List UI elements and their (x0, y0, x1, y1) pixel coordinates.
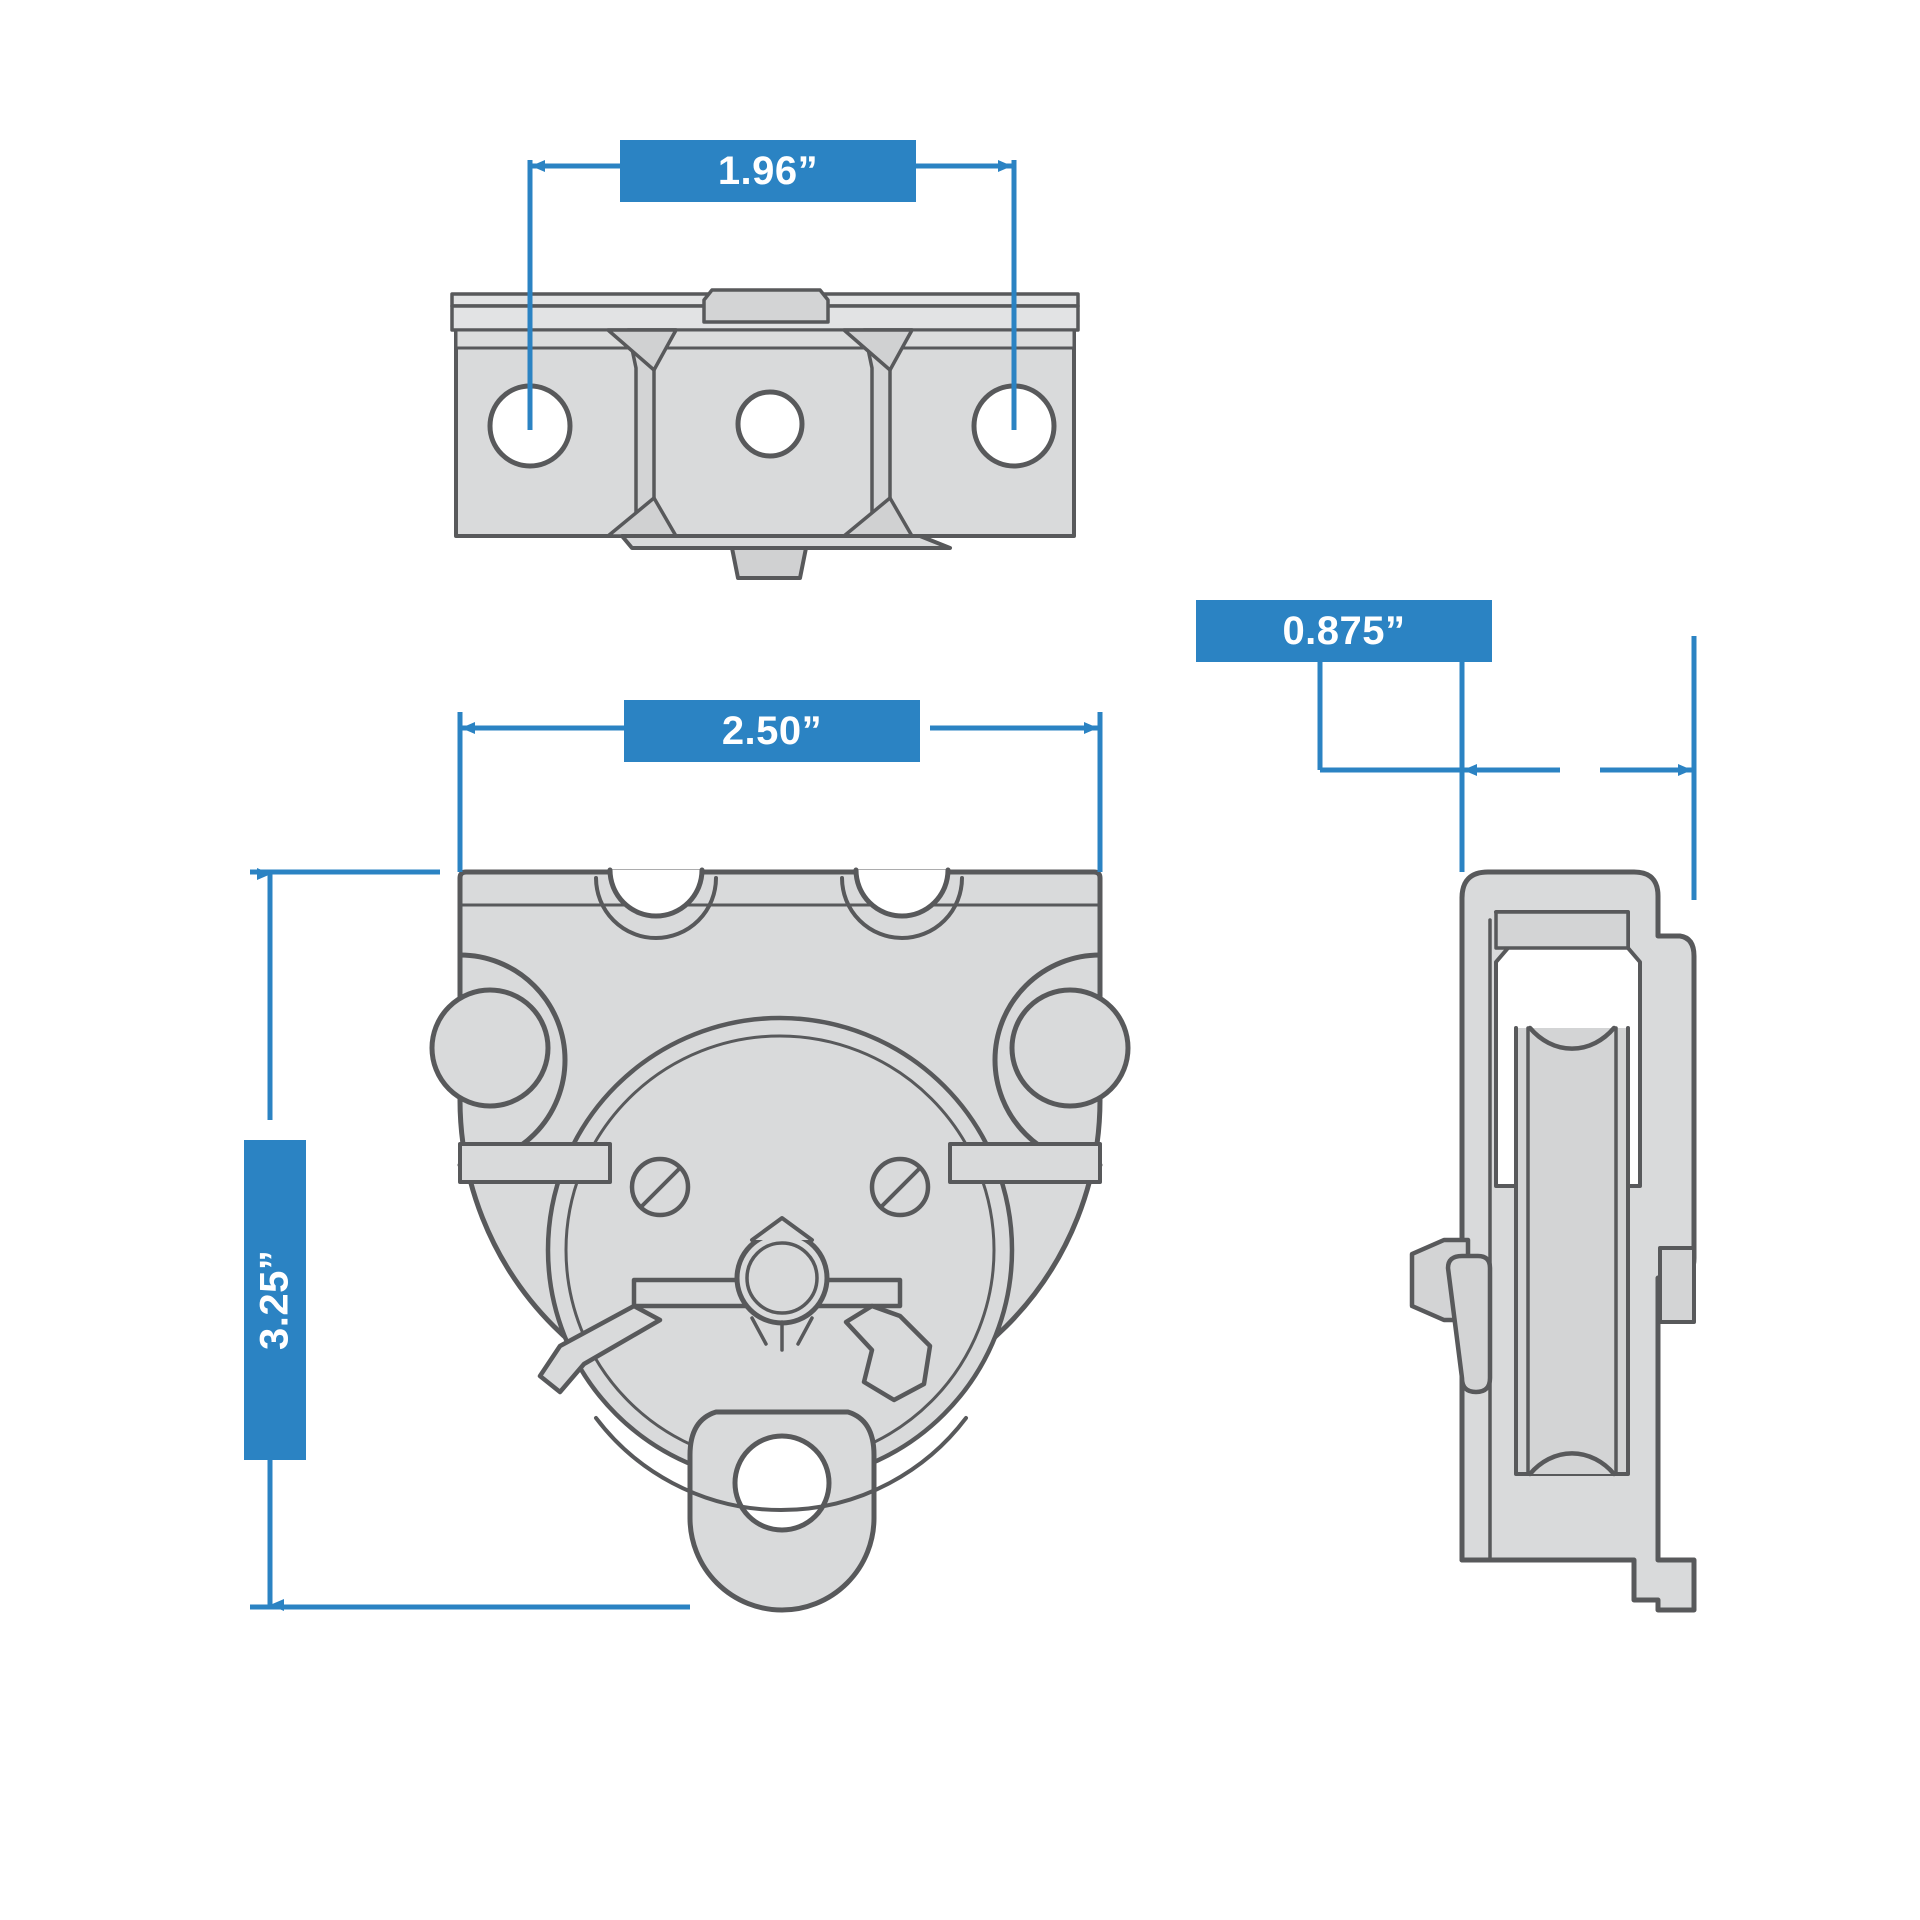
front-view-cotter-leg-right (843, 1303, 933, 1403)
front-view-notch-right-outer (840, 876, 964, 940)
side-view-cavity-top-bar (1494, 910, 1630, 950)
top-view-bottom-tab (730, 546, 808, 580)
front-view-step-left (458, 1142, 612, 1184)
dimension-label-2-50: 2.50” (624, 700, 920, 762)
front-view-notch-left-outer (594, 876, 718, 940)
side-view-sheave-body (1514, 1026, 1630, 1476)
dimension-1-96-graphics (527, 160, 1017, 430)
side-view-right-tab (1658, 1246, 1696, 1324)
side-view-groove-bottom (1527, 1451, 1617, 1477)
front-view-axle-ticks (750, 1316, 814, 1352)
front-view-axle-inner (745, 1241, 819, 1315)
top-view-chamfer-right (842, 328, 914, 372)
dimension-label-1-96: 1.96” (620, 140, 916, 202)
top-view-flange-inner (454, 328, 1076, 350)
dimension-label-0-875: 0.875” (1196, 600, 1492, 662)
dimension-0-875-graphics (1317, 636, 1697, 900)
side-view-sheave-flanges (1526, 1026, 1618, 1476)
top-view-chamfer-left (606, 328, 678, 372)
front-view-cotter-leg-left (537, 1303, 663, 1395)
front-view-lower-edge-line (594, 1416, 968, 1513)
side-view-groove-top (1527, 1025, 1617, 1051)
dimension-label-3-25: 3.25” (244, 1140, 306, 1460)
top-view-center-pad (702, 288, 830, 324)
top-view-center-hole (735, 389, 805, 459)
front-view-eye-hole (732, 1433, 832, 1533)
front-view-mounting-hole-right (1009, 987, 1131, 1109)
front-view-mounting-hole-left (429, 987, 551, 1109)
top-view-drawing (450, 288, 1080, 580)
dimension-2-50-graphics (457, 712, 1103, 872)
front-view-axle-cap (750, 1216, 814, 1242)
front-view-notch-left (607, 867, 705, 919)
front-view-screw-right-slot (880, 1167, 921, 1208)
front-view-notch-right (853, 867, 951, 919)
front-view-drawing (429, 867, 1131, 1613)
front-view-step-right (948, 1142, 1102, 1184)
side-view-axle-pin-shaft (1445, 1253, 1493, 1395)
front-view-screw-left-slot (640, 1167, 681, 1208)
front-view-notch-right-clear (856, 870, 948, 916)
front-view-notch-left-clear (610, 870, 702, 916)
side-view-drawing (1409, 869, 1697, 1613)
